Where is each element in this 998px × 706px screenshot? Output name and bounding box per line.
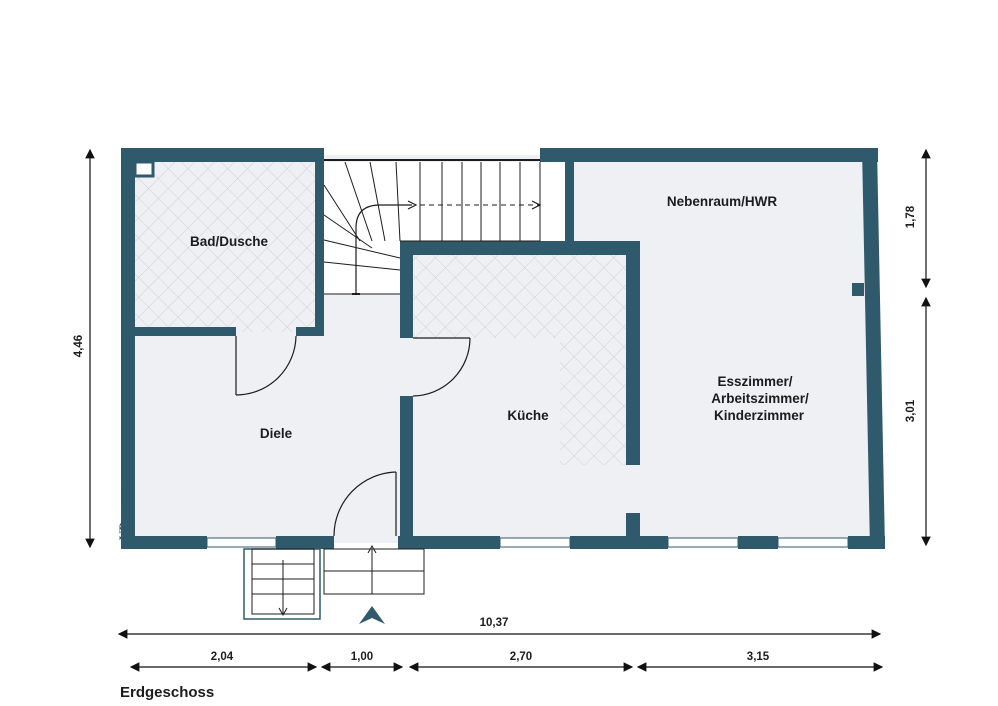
doors <box>235 335 471 537</box>
logo-tagline: IMMOBILIEN <box>130 498 135 523</box>
room-label-esszimmer-2: Arbeitszimmer/ <box>711 391 809 406</box>
floor-title: Erdgeschoss <box>120 684 214 701</box>
room-label-diele: Diele <box>260 426 293 441</box>
dim-height-left: 4,46 <box>73 335 85 357</box>
windows <box>206 537 849 548</box>
dimension-lines <box>85 148 931 672</box>
dim-right-top: 1,78 <box>905 205 917 228</box>
exterior-stair <box>243 548 321 620</box>
room-label-esszimmer-1: Esszimmer/ <box>717 374 792 389</box>
logo: VP VON POLL IMMOBILIEN <box>116 479 135 540</box>
room-label-esszimmer-3: Kinderzimmer <box>714 408 805 423</box>
bathroom-tiles <box>135 162 317 332</box>
room-label-nebenraum: Nebenraum/HWR <box>667 194 778 209</box>
shaft-box <box>133 160 155 178</box>
dim-segment-3: 2,70 <box>510 651 532 663</box>
dim-segment-2: 1,00 <box>351 651 373 663</box>
dim-right-bottom: 3,01 <box>905 399 917 422</box>
entrance-arrow-icon <box>359 606 385 624</box>
staircase <box>323 159 565 295</box>
room-label-kueche: Küche <box>507 408 549 423</box>
kitchen-tiles <box>412 255 627 465</box>
dim-segment-1: 2,04 <box>211 651 234 663</box>
dim-total-width: 10,37 <box>480 617 509 629</box>
interior-walls <box>121 148 864 549</box>
logo-name: VON POLL <box>120 479 130 523</box>
room-label-bad: Bad/Dusche <box>190 234 269 249</box>
entrance-landing <box>323 544 425 595</box>
outer-walls <box>121 148 885 549</box>
dim-segment-4: 3,15 <box>747 651 770 663</box>
logo-mark: VP <box>116 523 131 540</box>
